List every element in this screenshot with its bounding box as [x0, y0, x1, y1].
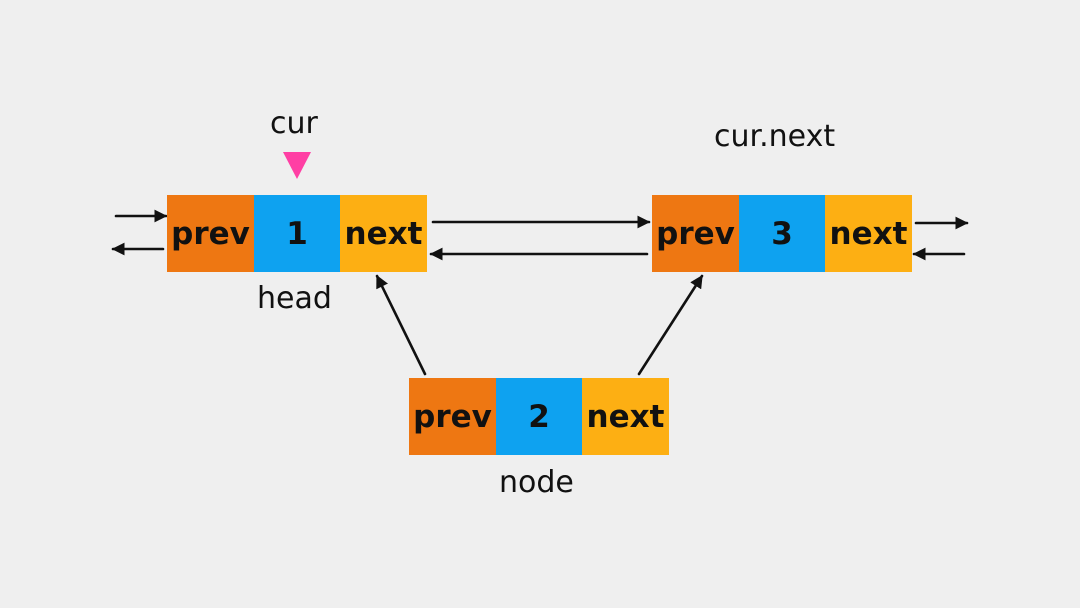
cur-next-value-cell: 3	[739, 195, 825, 272]
new-node: prev 2 next	[409, 378, 669, 455]
head-value-cell: 1	[254, 195, 340, 272]
node-next-to-node3-arrow	[637, 274, 704, 376]
node-caption: node	[499, 465, 574, 500]
node-prev-cell: prev	[409, 378, 496, 455]
node-next-cell: next	[582, 378, 669, 455]
node-value-cell: 2	[496, 378, 582, 455]
head-prev-cell: prev	[167, 195, 254, 272]
head-node: prev 1 next	[167, 195, 427, 272]
cur-next-caption: cur.next	[714, 119, 836, 154]
triangle-down-icon	[283, 152, 311, 179]
cur-label: cur	[270, 106, 318, 141]
head-caption: head	[257, 281, 332, 316]
head-next-cell: next	[340, 195, 427, 272]
cur-next-next-cell: next	[825, 195, 912, 272]
node-prev-to-head-arrow	[375, 274, 427, 376]
cur-next-node: prev 3 next	[652, 195, 912, 272]
cur-next-prev-cell: prev	[652, 195, 739, 272]
